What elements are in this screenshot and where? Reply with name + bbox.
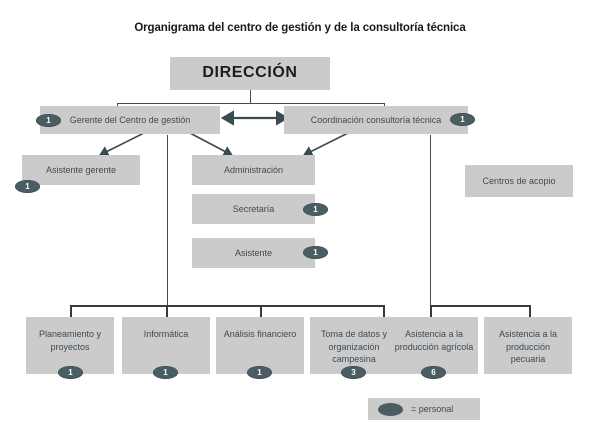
node-asistencia-pecuaria-label: Asistencia a la producción pecuaria [498, 329, 558, 364]
legend: = personal [368, 398, 480, 420]
node-informatica-label: Informática [143, 329, 189, 339]
node-asistente-gerente-label: Asistente gerente [45, 164, 117, 175]
connector-drop-informatica [166, 305, 168, 317]
node-centros-acopio[interactable]: Centros de acopio [465, 165, 573, 197]
connector-coordinacion-trunk [430, 135, 431, 305]
badge-coordinacion-staff: 1 [450, 113, 475, 126]
node-analisis-financiero-label: Análisis financiero [223, 329, 297, 339]
connector-drop-pecuaria [529, 305, 531, 317]
badge-asistente-staff: 1 [303, 246, 328, 259]
connector-direccion-stem [250, 90, 251, 103]
node-direccion-label: DIRECCIÓN [202, 64, 298, 82]
connector-drop-analisis [260, 305, 262, 317]
node-coordinacion-label: Coordinación consultoría técnica [310, 114, 442, 125]
arrow-gerente-to-administracion [187, 131, 234, 157]
connector-drop-agricola [430, 305, 432, 317]
node-secretaria-label: Secretaría [232, 203, 275, 214]
node-toma-de-datos[interactable]: Toma de datos y organización campesina [310, 317, 398, 374]
badge-asistente-gerente-staff: 1 [15, 180, 40, 193]
node-toma-de-datos-label: Toma de datos y organización campesina [320, 329, 388, 364]
node-planeamiento[interactable]: Planeamiento y proyectos [26, 317, 114, 374]
node-asistencia-pecuaria[interactable]: Asistencia a la producción pecuaria [484, 317, 572, 374]
node-asistencia-agricola-label: Asistencia a la producción agrícola [394, 329, 474, 352]
node-asistencia-agricola[interactable]: Asistencia a la producción agrícola [390, 317, 478, 374]
connector-gerente-trunk [167, 135, 168, 305]
page-title: Organigrama del centro de gestión y de l… [134, 22, 466, 34]
node-administracion[interactable]: Administración [192, 155, 315, 185]
connector-bottom-bus-left [70, 305, 383, 307]
badge-secretaria-staff: 1 [303, 203, 328, 216]
node-informatica[interactable]: Informática [122, 317, 210, 374]
connector-direccion-bar [117, 103, 384, 104]
node-coordinacion[interactable]: Coordinación consultoría técnica [284, 106, 468, 134]
node-gerente-label: Gerente del Centro de gestión [69, 114, 191, 125]
badge-planeamiento-staff: 1 [58, 366, 83, 379]
node-administracion-label: Administración [223, 164, 284, 175]
connector-drop-toma-datos [383, 305, 385, 317]
node-asistente[interactable]: Asistente [192, 238, 315, 268]
node-asistente-label: Asistente [234, 247, 273, 258]
node-analisis-financiero[interactable]: Análisis financiero [216, 317, 304, 374]
badge-asistencia-agricola-staff: 6 [421, 366, 446, 379]
connector-drop-planeamiento [70, 305, 72, 317]
badge-toma-de-datos-staff: 3 [341, 366, 366, 379]
node-gerente[interactable]: Gerente del Centro de gestión [40, 106, 220, 134]
connector-bottom-bus-right [430, 305, 530, 307]
arrow-coordinacion-to-administracion [302, 131, 351, 157]
badge-analisis-financiero-staff: 1 [247, 366, 272, 379]
arrow-gerente-to-asistente [98, 131, 147, 157]
node-secretaria[interactable]: Secretaría [192, 194, 315, 224]
node-asistente-gerente[interactable]: Asistente gerente [22, 155, 140, 185]
legend-label: = personal [411, 404, 454, 414]
node-planeamiento-label: Planeamiento y proyectos [38, 329, 102, 352]
badge-gerente-staff: 1 [36, 114, 61, 127]
node-direccion[interactable]: DIRECCIÓN [170, 57, 330, 90]
badge-informatica-staff: 1 [153, 366, 178, 379]
personnel-oval-icon [378, 402, 403, 416]
node-centros-acopio-label: Centros de acopio [482, 175, 556, 186]
bidirectional-arrow-icon [220, 110, 289, 126]
